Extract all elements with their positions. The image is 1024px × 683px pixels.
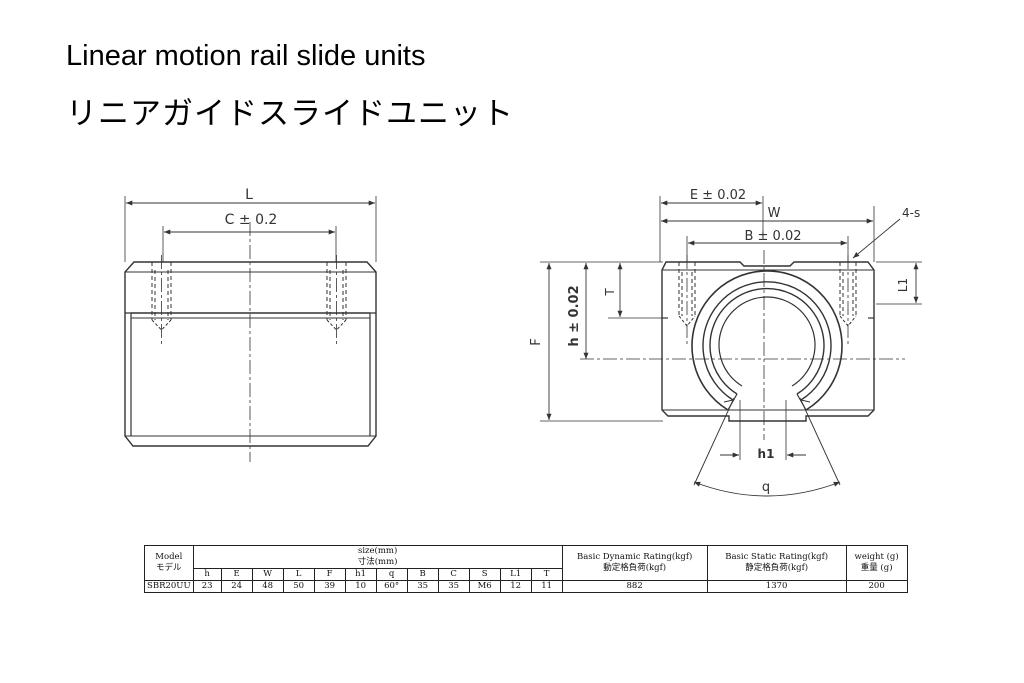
side-body-outline	[124, 261, 377, 447]
col-F: F	[313, 568, 346, 581]
weight-header: weight (g)重量 (g)	[845, 545, 908, 581]
side-view	[124, 196, 377, 462]
cell-S: M6	[468, 580, 501, 593]
dynamic-rating-header: Basic Dynamic Rating(kgf)動定格負荷(kgf)	[561, 545, 708, 581]
cell-static: 1370	[706, 580, 847, 593]
cell-q: 60°	[375, 580, 408, 593]
front-label-L1: L1	[896, 278, 910, 292]
col-L1: L1	[499, 568, 532, 581]
col-T: T	[530, 568, 563, 581]
static-rating-header: Basic Static Rating(kgf)静定格負荷(kgf)	[706, 545, 847, 581]
cell-B: 35	[406, 580, 439, 593]
cell-L: 50	[282, 580, 315, 593]
cell-T: 11	[530, 580, 563, 593]
side-label-C: C ± 0.2	[225, 212, 278, 228]
col-E: E	[220, 568, 253, 581]
cell-L1: 12	[499, 580, 532, 593]
cell-model: SBR20UU	[144, 580, 194, 593]
front-label-B: B ± 0.02	[744, 229, 801, 244]
cell-h: 23	[192, 580, 222, 593]
front-dim-q-arc	[693, 481, 841, 497]
front-label-F: F	[529, 338, 544, 345]
col-q: q	[375, 568, 408, 581]
table-row: SBR20UU 23 24 48 50 39 10 60° 35 35 M6 1…	[144, 580, 908, 593]
cell-dynamic: 882	[561, 580, 708, 593]
col-S: S	[468, 568, 501, 581]
col-W: W	[251, 568, 284, 581]
size-header: size(mm)寸法(mm)	[192, 545, 563, 569]
col-B: B	[406, 568, 439, 581]
page-title-japanese: リニアガイドスライドユニット	[66, 96, 514, 131]
page-title-english: Linear motion rail slide units	[66, 40, 426, 72]
front-label-q: q	[762, 480, 770, 495]
side-label-L: L	[245, 187, 253, 203]
front-label-W: W	[768, 206, 781, 221]
front-label-E: E ± 0.02	[690, 188, 746, 203]
cell-F: 39	[313, 580, 346, 593]
cell-weight: 200	[845, 580, 908, 593]
front-label-S: 4-s	[902, 206, 920, 220]
front-label-T: T	[603, 288, 617, 297]
front-label-h: h ± 0.02	[567, 285, 582, 346]
front-view	[540, 196, 922, 497]
col-h1: h1	[344, 568, 377, 581]
col-C: C	[437, 568, 470, 581]
cell-C: 35	[437, 580, 470, 593]
cell-E: 24	[220, 580, 253, 593]
cell-h1: 10	[344, 580, 377, 593]
front-body-outline	[661, 261, 875, 422]
cell-W: 48	[251, 580, 284, 593]
front-label-h1: h1	[758, 447, 775, 461]
col-L: L	[282, 568, 315, 581]
bearing-inner-ring	[709, 287, 825, 395]
bearing-outer-ring	[691, 270, 843, 411]
col-h: h	[192, 568, 222, 581]
